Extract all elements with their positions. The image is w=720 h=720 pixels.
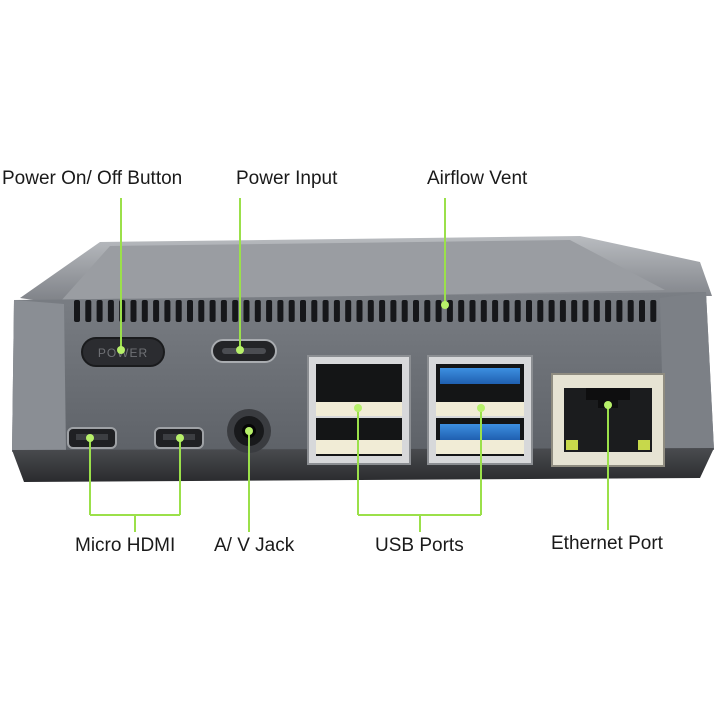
label-av-jack: A/ V Jack [214, 535, 295, 556]
power-input-port [211, 339, 277, 363]
vent-slot [277, 300, 284, 322]
vent-slot [379, 300, 386, 322]
vent-slot [153, 300, 160, 322]
vent-slot [254, 300, 261, 322]
vent-slot [526, 300, 532, 322]
label-power-button: Power On/ Off Button [2, 168, 183, 189]
vent-slot [85, 300, 92, 322]
vent-slot [130, 300, 137, 322]
vent-slot [469, 300, 476, 322]
vent-slot [650, 300, 657, 322]
label-usb-ports: USB Ports [375, 535, 464, 556]
airflow-vent-slots [74, 300, 657, 322]
vent-slot [96, 300, 103, 322]
vent-slot [175, 300, 182, 322]
vent-slot [616, 300, 623, 322]
vent-slot [514, 300, 521, 322]
vent-slot [627, 300, 634, 322]
vent-slot [503, 300, 510, 322]
vent-slot [593, 300, 600, 322]
vent-slot [492, 300, 499, 322]
vent-slot [458, 300, 465, 322]
vent-slot [300, 300, 306, 322]
vent-slot [198, 300, 205, 322]
vent-slot [266, 300, 273, 322]
callout-lines [89, 198, 609, 532]
vent-slot [322, 300, 329, 322]
vent-slot [548, 300, 555, 322]
vent-slot [356, 300, 363, 322]
vent-slot [435, 300, 442, 322]
vent-slot [345, 300, 352, 322]
vent-slot [390, 300, 397, 322]
vent-slot [209, 300, 216, 322]
vent-slot [401, 300, 408, 322]
vent-slot [74, 300, 80, 322]
vent-slot [333, 300, 340, 322]
vent-slot [243, 300, 250, 322]
vent-slot [559, 300, 566, 322]
vent-slot [480, 300, 487, 322]
vent-slot [187, 300, 193, 322]
vent-slot [537, 300, 544, 322]
vent-slot [571, 300, 578, 322]
vent-slot [107, 300, 114, 322]
vent-slot [141, 300, 148, 322]
vent-slot [311, 300, 318, 322]
vent-slot [220, 300, 227, 322]
vent-slot [288, 300, 295, 322]
vent-slot [367, 300, 374, 322]
label-power-input: Power Input [236, 168, 338, 189]
vent-slot [424, 300, 431, 322]
vent-slot [582, 300, 589, 322]
vent-slot [164, 300, 171, 322]
vent-slot [639, 300, 645, 322]
label-airflow-vent: Airflow Vent [427, 168, 528, 189]
label-ethernet-port: Ethernet Port [551, 533, 663, 554]
vent-slot [232, 300, 239, 322]
case-top [20, 236, 712, 304]
vent-slot [605, 300, 612, 322]
callout-dots [86, 301, 612, 442]
label-micro-hdmi: Micro HDMI [75, 535, 176, 556]
vent-slot [413, 300, 419, 322]
